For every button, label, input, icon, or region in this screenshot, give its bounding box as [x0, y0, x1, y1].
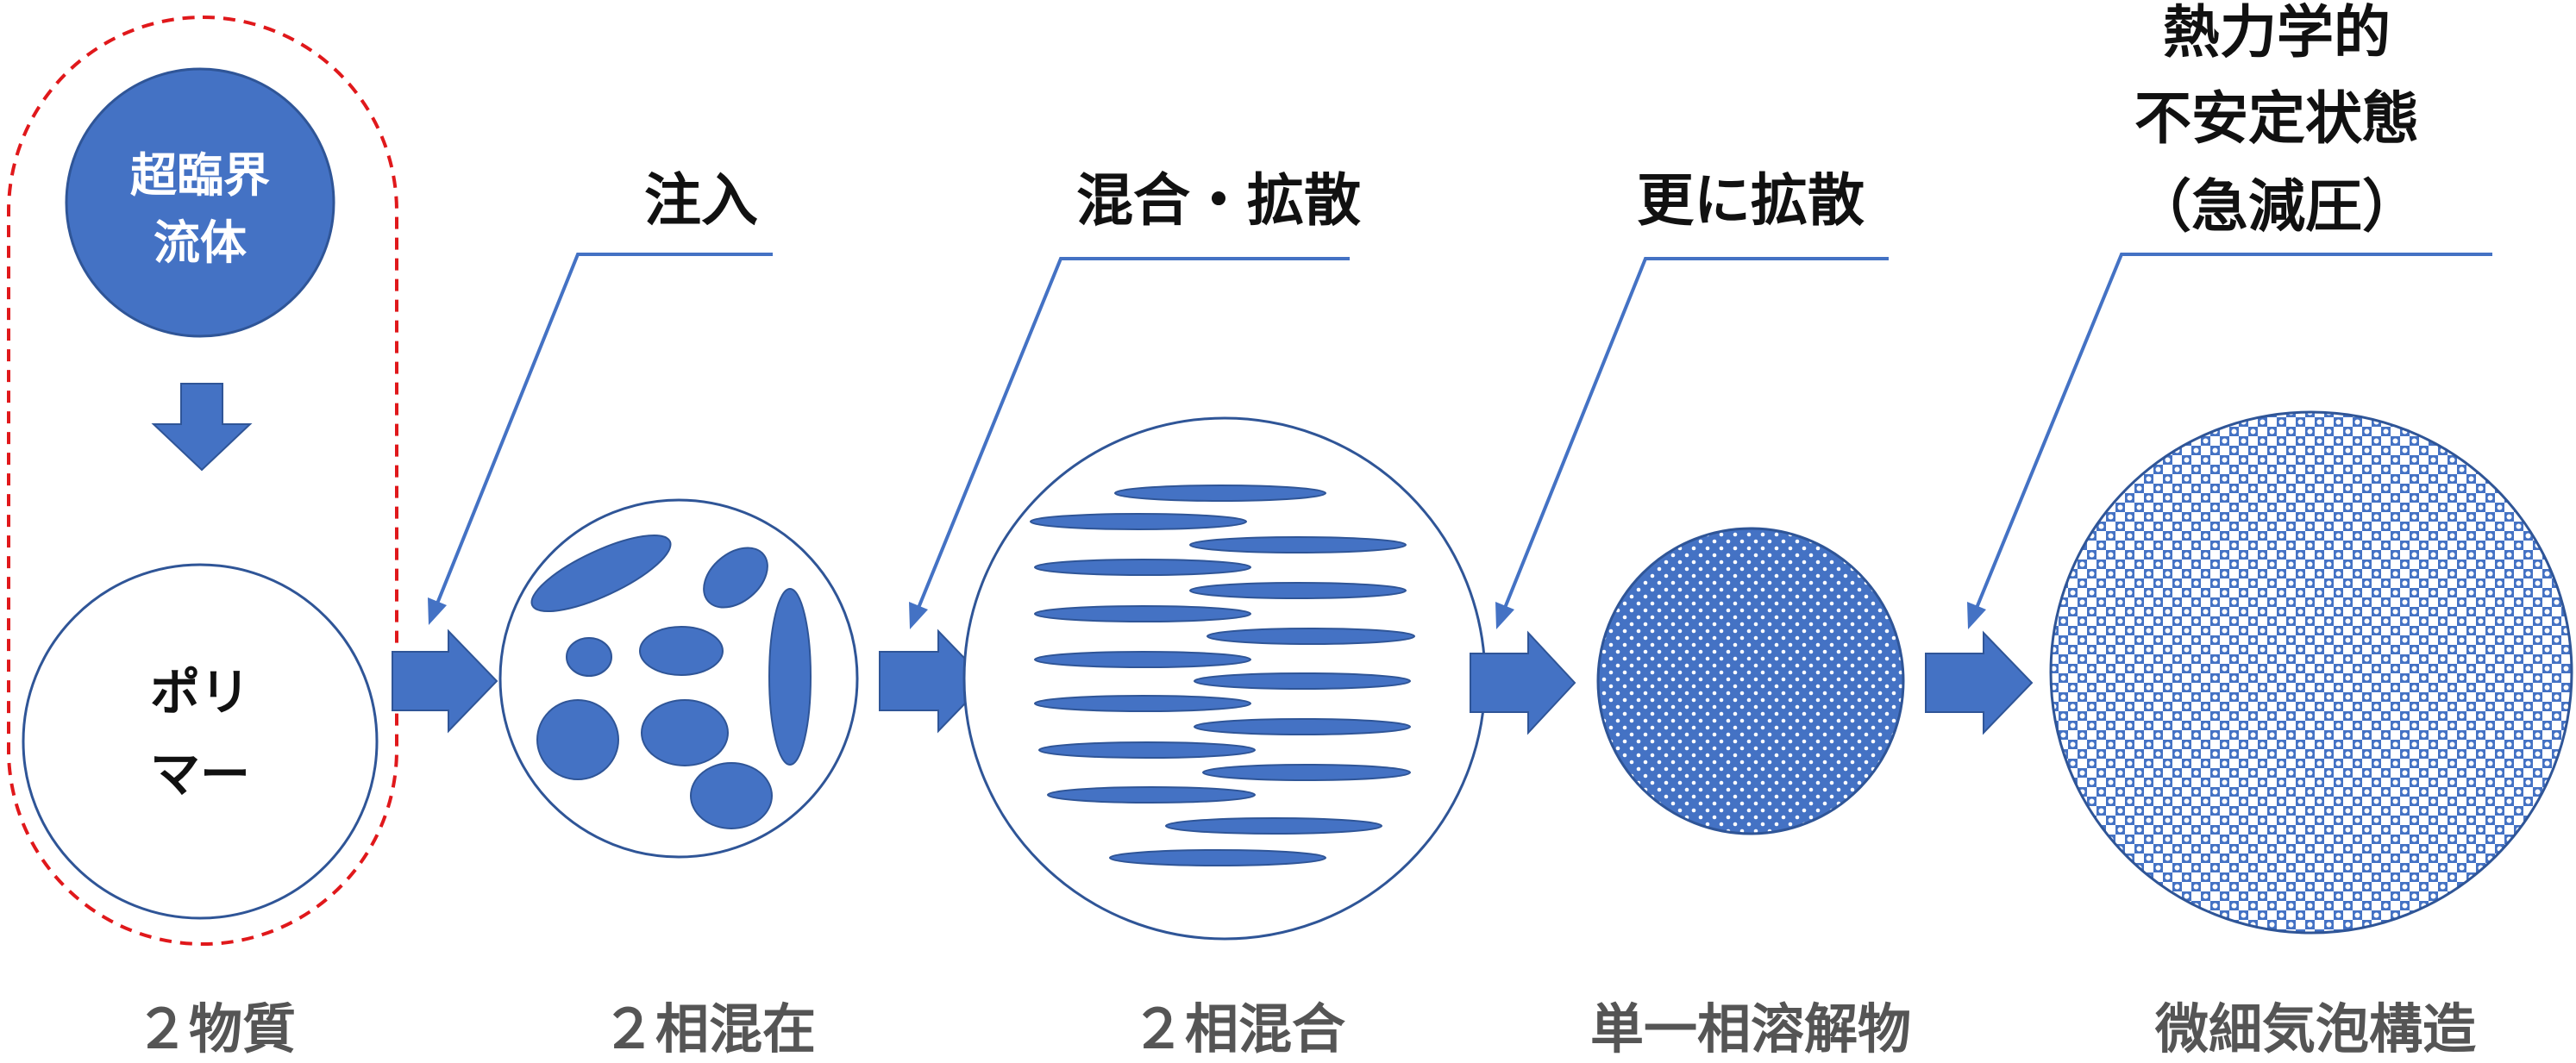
arrowhead-icon	[1967, 602, 1986, 629]
blob	[703, 547, 768, 609]
right-arrow-icon-1	[392, 628, 498, 734]
blob	[639, 626, 724, 676]
streak	[1165, 817, 1382, 835]
polymer-label-line1: ポリ	[150, 663, 250, 722]
supercritical-fluid-label-line2: 流体	[154, 216, 247, 270]
step-label-further-diffusion: 更に拡散	[1637, 167, 1865, 234]
polymer-circle	[22, 563, 379, 920]
callout-lines	[436, 253, 2492, 609]
step-label-unstable-line2: 不安定状態	[2134, 85, 2419, 152]
blob	[641, 699, 729, 766]
stage-caption-two-phase-mixed: ２相混合	[1131, 997, 1345, 1060]
streak	[1207, 628, 1415, 645]
streak	[1038, 741, 1256, 759]
streak	[1194, 672, 1411, 690]
step-label-mixing: 混合・拡散	[1076, 167, 1361, 234]
arrowhead-icon	[428, 597, 447, 625]
callout-arrowheads	[428, 597, 1986, 629]
callout-unstable	[1975, 253, 2492, 609]
stage-caption-two-phase-coexist: ２相混在	[602, 997, 816, 1060]
blob	[768, 588, 812, 766]
arrowhead-icon	[1495, 602, 1514, 629]
streak	[1189, 582, 1407, 599]
single-phase-solution-circle	[1596, 527, 1905, 835]
mixed-streaks	[1030, 485, 1415, 866]
streak	[1114, 485, 1326, 502]
streak	[1189, 536, 1407, 553]
right-arrow-icon-4	[1925, 630, 2034, 735]
streak	[1034, 651, 1251, 668]
blob	[530, 534, 672, 613]
blob	[690, 762, 773, 829]
blob	[536, 699, 619, 780]
right-arrow-icon-2	[879, 628, 988, 734]
inputs-group-dashed-border	[7, 16, 398, 946]
down-arrow-icon	[151, 383, 253, 472]
coexist-blobs	[530, 534, 812, 829]
step-label-unstable-line1: 熱力学的	[2163, 0, 2391, 66]
step-label-injection: 注入	[644, 167, 758, 234]
callout-further	[1503, 257, 1889, 609]
stage-caption-two-substances: ２物質	[135, 997, 296, 1060]
streak	[1030, 513, 1247, 530]
streak	[1034, 559, 1251, 576]
streak	[1194, 718, 1411, 735]
streak	[1034, 695, 1251, 712]
streak	[1034, 605, 1251, 622]
supercritical-fluid-circle	[65, 67, 335, 338]
polymer-label-line2: マー	[150, 745, 250, 804]
stage-caption-single-phase-solution: 単一相溶解物	[1590, 997, 1911, 1060]
arrowhead-icon	[909, 602, 928, 629]
callout-mixing	[917, 257, 1350, 609]
micro-foam-circle	[2049, 410, 2573, 935]
right-arrow-icon-3	[1470, 630, 1576, 735]
stage-caption-micro-foam: 微細気泡構造	[2154, 997, 2476, 1060]
step-label-unstable-line3: （急減圧）	[2134, 173, 2419, 240]
supercritical-fluid-label-line1: 超臨界	[130, 148, 270, 203]
blob	[566, 637, 612, 677]
callout-injection	[436, 253, 773, 604]
streak	[1047, 786, 1256, 804]
streak	[1109, 849, 1326, 866]
streak	[1202, 764, 1411, 781]
